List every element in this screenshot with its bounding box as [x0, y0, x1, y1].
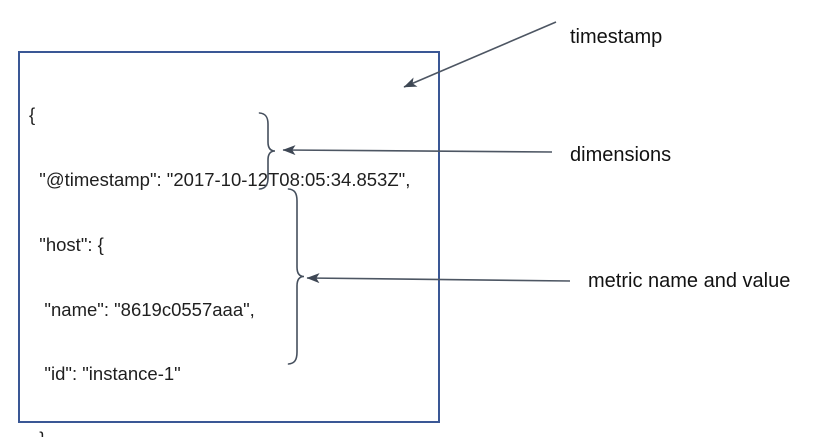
timestamp-label: timestamp [570, 26, 663, 48]
json-code-line: }, [29, 428, 410, 437]
json-code-line-timestamp: "@timestamp": "2017-10-12T08:05:34.853Z"… [29, 168, 411, 190]
json-code-line: { [29, 104, 36, 126]
dimensions-label: dimensions [570, 144, 672, 166]
json-code-line-host-name: "name": "8619c0557aaa", [29, 298, 255, 320]
metric-name-and-value-label: metric name and value [588, 270, 791, 292]
json-document-box [18, 51, 440, 423]
json-code-line-host-id: "id": "instance-1" [29, 363, 181, 385]
json-code-line-host: "host": { [29, 233, 104, 255]
json-code-block: { "@timestamp": "2017-10-12T08:05:34.853… [29, 61, 410, 437]
